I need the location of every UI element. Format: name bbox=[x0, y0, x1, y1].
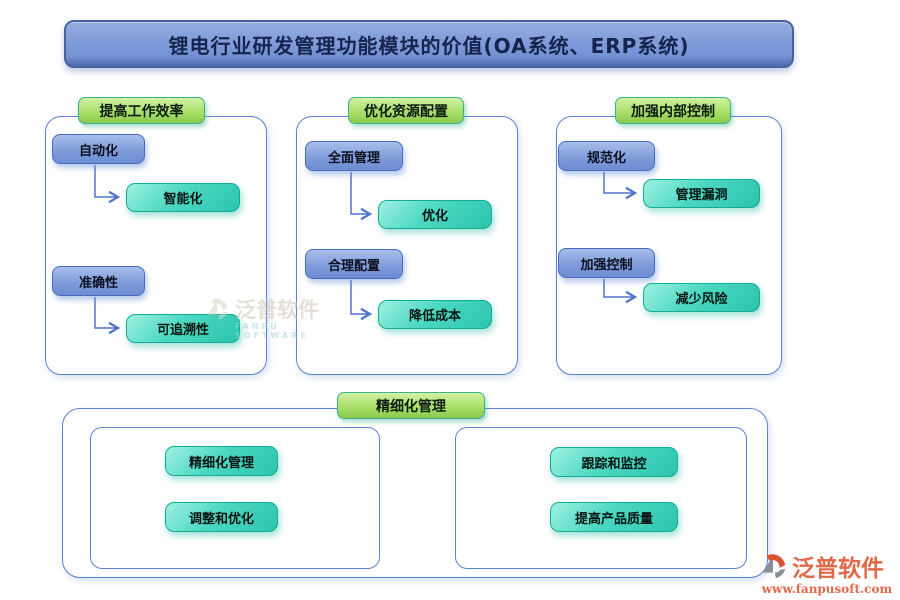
group2-target2-node: 降低成本 bbox=[378, 300, 492, 329]
group1-source2-node: 准确性 bbox=[52, 266, 145, 296]
group2-source1-label: 全面管理 bbox=[327, 150, 380, 166]
group1-target2-label: 可追溯性 bbox=[156, 323, 209, 338]
corner-brand-logo: 泛普软件 www.fanpusoft.com bbox=[757, 549, 897, 596]
group2-header-label: 优化资源配置 bbox=[364, 103, 448, 120]
group3-source1-label: 规范化 bbox=[586, 150, 626, 166]
group3-source1-node: 规范化 bbox=[558, 141, 655, 171]
group3-target2-label: 减少风险 bbox=[675, 292, 728, 307]
group1-source2-label: 准确性 bbox=[78, 275, 118, 291]
group1-source1-label: 自动化 bbox=[78, 143, 118, 159]
bottom-left-item1-node: 精细化管理 bbox=[165, 446, 278, 476]
group2-target2-label: 降低成本 bbox=[408, 309, 461, 324]
group2-target1-label: 优化 bbox=[421, 209, 448, 224]
bottom-right-item1-node: 跟踪和监控 bbox=[550, 447, 678, 477]
bottom-header-label: 精细化管理 bbox=[376, 398, 446, 415]
group1-target1-label: 智能化 bbox=[163, 192, 203, 207]
bottom-left-item2-node: 调整和优化 bbox=[165, 502, 278, 532]
bottom-header-pill: 精细化管理 bbox=[337, 392, 485, 419]
group3-target1-label: 管理漏洞 bbox=[675, 188, 728, 203]
group1-source1-node: 自动化 bbox=[52, 134, 145, 164]
group2-source2-label: 合理配置 bbox=[327, 258, 380, 274]
bottom-left-item1-label: 精细化管理 bbox=[188, 455, 254, 471]
group3-source2-label: 加强控制 bbox=[580, 257, 633, 273]
group2-source1-node: 全面管理 bbox=[305, 141, 403, 171]
group3-header-pill: 加强内部控制 bbox=[615, 97, 731, 124]
group1-header-pill: 提高工作效率 bbox=[78, 97, 205, 124]
group2-header-pill: 优化资源配置 bbox=[348, 97, 464, 124]
group3-header-label: 加强内部控制 bbox=[631, 103, 715, 120]
bottom-right-item1-label: 跟踪和监控 bbox=[581, 456, 647, 472]
title-banner: 锂电行业研发管理功能模块的价值(OA系统、ERP系统) bbox=[64, 20, 794, 68]
group2-source2-node: 合理配置 bbox=[305, 249, 403, 279]
group1-target2-node: 可追溯性 bbox=[126, 314, 240, 343]
corner-brand-name: 泛普软件 bbox=[792, 556, 884, 582]
fanpu-logo-icon bbox=[762, 554, 786, 579]
corner-brand-url: www.fanpusoft.com bbox=[761, 582, 893, 596]
bottom-right-item2-node: 提高产品质量 bbox=[550, 502, 678, 532]
group1-target1-node: 智能化 bbox=[126, 183, 240, 212]
group2-target1-node: 优化 bbox=[378, 200, 492, 229]
group1-header-label: 提高工作效率 bbox=[99, 103, 184, 120]
group3-target2-node: 减少风险 bbox=[643, 283, 760, 312]
group3-source2-node: 加强控制 bbox=[558, 248, 655, 278]
bottom-left-item2-label: 调整和优化 bbox=[188, 511, 254, 527]
page-title: 锂电行业研发管理功能模块的价值(OA系统、ERP系统) bbox=[168, 33, 690, 58]
group3-target1-node: 管理漏洞 bbox=[643, 179, 760, 208]
bottom-right-item2-label: 提高产品质量 bbox=[574, 511, 653, 527]
